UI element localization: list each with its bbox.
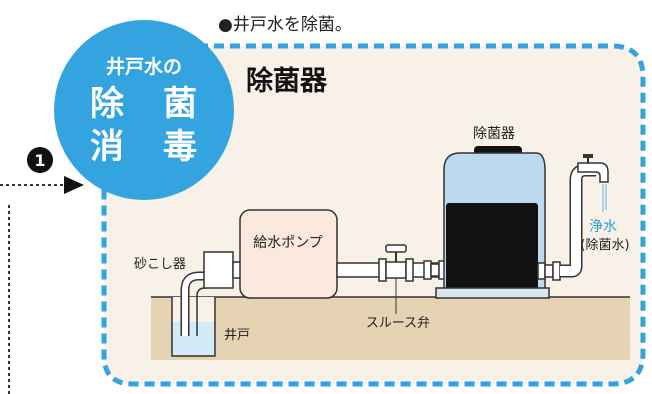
badge-char-doku: 毒: [163, 127, 197, 167]
step-number-badge: [27, 147, 53, 173]
outlet-union: [537, 261, 561, 281]
arrow-head-icon: [64, 176, 84, 194]
clean-water-note: (除菌水): [580, 238, 629, 253]
well: [171, 297, 216, 357]
water-pump: [239, 209, 338, 299]
panel-title: 除菌器: [246, 65, 328, 97]
well-label: 井戸: [224, 328, 250, 343]
inlet-union: [423, 260, 447, 280]
sand-strainer: [203, 251, 242, 289]
faucet-icon: [577, 154, 609, 212]
badge-char-kin: 菌: [163, 84, 197, 124]
heading: ●井戸水を除菌。: [218, 15, 352, 35]
sterilizer-label: 除菌器: [473, 126, 515, 142]
disinfection-badge: 井戸水の 除 菌 消 毒: [54, 20, 234, 200]
pump-label: 給水ポンプ: [253, 235, 323, 251]
clean-water-label: 浄水: [589, 219, 617, 235]
ground: [151, 296, 630, 360]
strainer-label: 砂こし器: [134, 257, 186, 272]
badge-char-shou: 消: [90, 127, 124, 167]
sterilizer-tank: [435, 146, 550, 299]
valve-label: スルース弁: [366, 316, 430, 331]
badge-char-jo: 除: [90, 84, 125, 124]
sterilizer-core: [446, 203, 538, 293]
well-water: [172, 322, 215, 356]
gate-valve: [378, 244, 414, 314]
step-number: 1: [34, 151, 45, 170]
step-indicator: 1: [0, 147, 84, 394]
badge-line-1: 井戸水の: [106, 56, 182, 78]
